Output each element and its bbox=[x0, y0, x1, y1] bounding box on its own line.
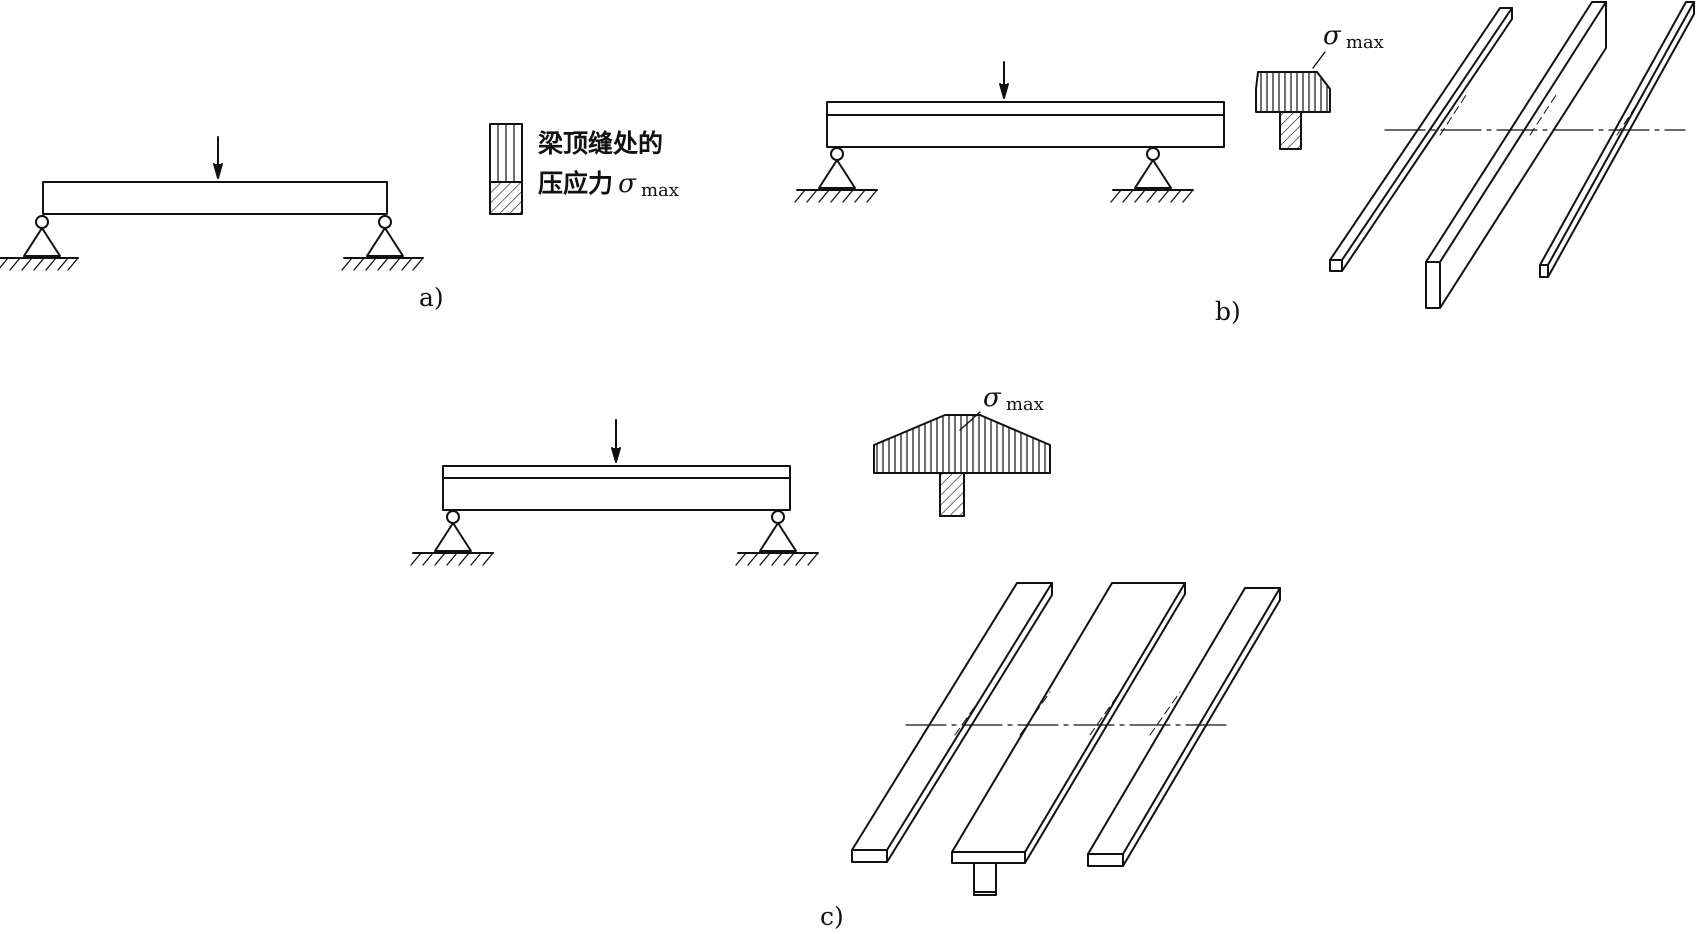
panel-a-beam-diagram bbox=[0, 136, 424, 271]
legend-text-prefix: 压应力 bbox=[538, 169, 613, 198]
stress-label-b-sub: max bbox=[1346, 32, 1384, 53]
exploded-strips-c bbox=[851, 582, 1281, 896]
strip-c-left bbox=[851, 582, 1053, 863]
stress-section-b bbox=[1255, 51, 1331, 150]
legend-sigma-sub: max bbox=[641, 180, 679, 201]
stress-section-c bbox=[873, 411, 1051, 517]
strip-c-right bbox=[1087, 587, 1281, 867]
stress-label-b-sigma: σ bbox=[1323, 21, 1342, 51]
beam-b-body bbox=[826, 114, 1225, 148]
support-right-c bbox=[735, 510, 819, 566]
panel-label-a: a) bbox=[419, 283, 444, 312]
load-arrow-b bbox=[999, 61, 1009, 99]
beam-c-top-plate bbox=[442, 465, 791, 479]
strip-b-right bbox=[1539, 1, 1695, 278]
exploded-strips-b bbox=[1329, 1, 1695, 309]
panel-label-c: c) bbox=[820, 902, 844, 929]
stress-label-b: σ max bbox=[1323, 21, 1384, 53]
legend-text-line1: 梁顶缝处的 bbox=[537, 129, 663, 158]
panel-c-beam-diagram bbox=[410, 419, 819, 566]
stress-label-c-sub: max bbox=[1006, 394, 1044, 415]
legend-sigma: σ bbox=[618, 169, 637, 199]
load-arrow-c bbox=[611, 419, 621, 463]
beam-a bbox=[42, 181, 388, 215]
strip-c-middle bbox=[951, 582, 1186, 896]
strip-b-middle bbox=[1425, 1, 1607, 309]
stress-label-c-sigma: σ bbox=[983, 383, 1002, 413]
support-right-a bbox=[341, 215, 424, 271]
support-left-b bbox=[794, 147, 878, 203]
support-right-b bbox=[1110, 147, 1194, 203]
legend-stress-symbol bbox=[489, 123, 523, 215]
beam-b-top-plate bbox=[826, 101, 1225, 116]
panel-b-beam-diagram bbox=[794, 61, 1225, 203]
panel-label-b: b) bbox=[1215, 297, 1241, 326]
beam-c-body bbox=[442, 477, 791, 511]
support-left-c bbox=[410, 510, 494, 566]
stress-label-c: σ max bbox=[983, 383, 1044, 415]
load-arrow-a bbox=[213, 136, 223, 179]
legend-text-line2: 压应力 σ max bbox=[538, 169, 679, 201]
strip-b-left bbox=[1329, 7, 1513, 272]
support-left-a bbox=[0, 215, 79, 271]
